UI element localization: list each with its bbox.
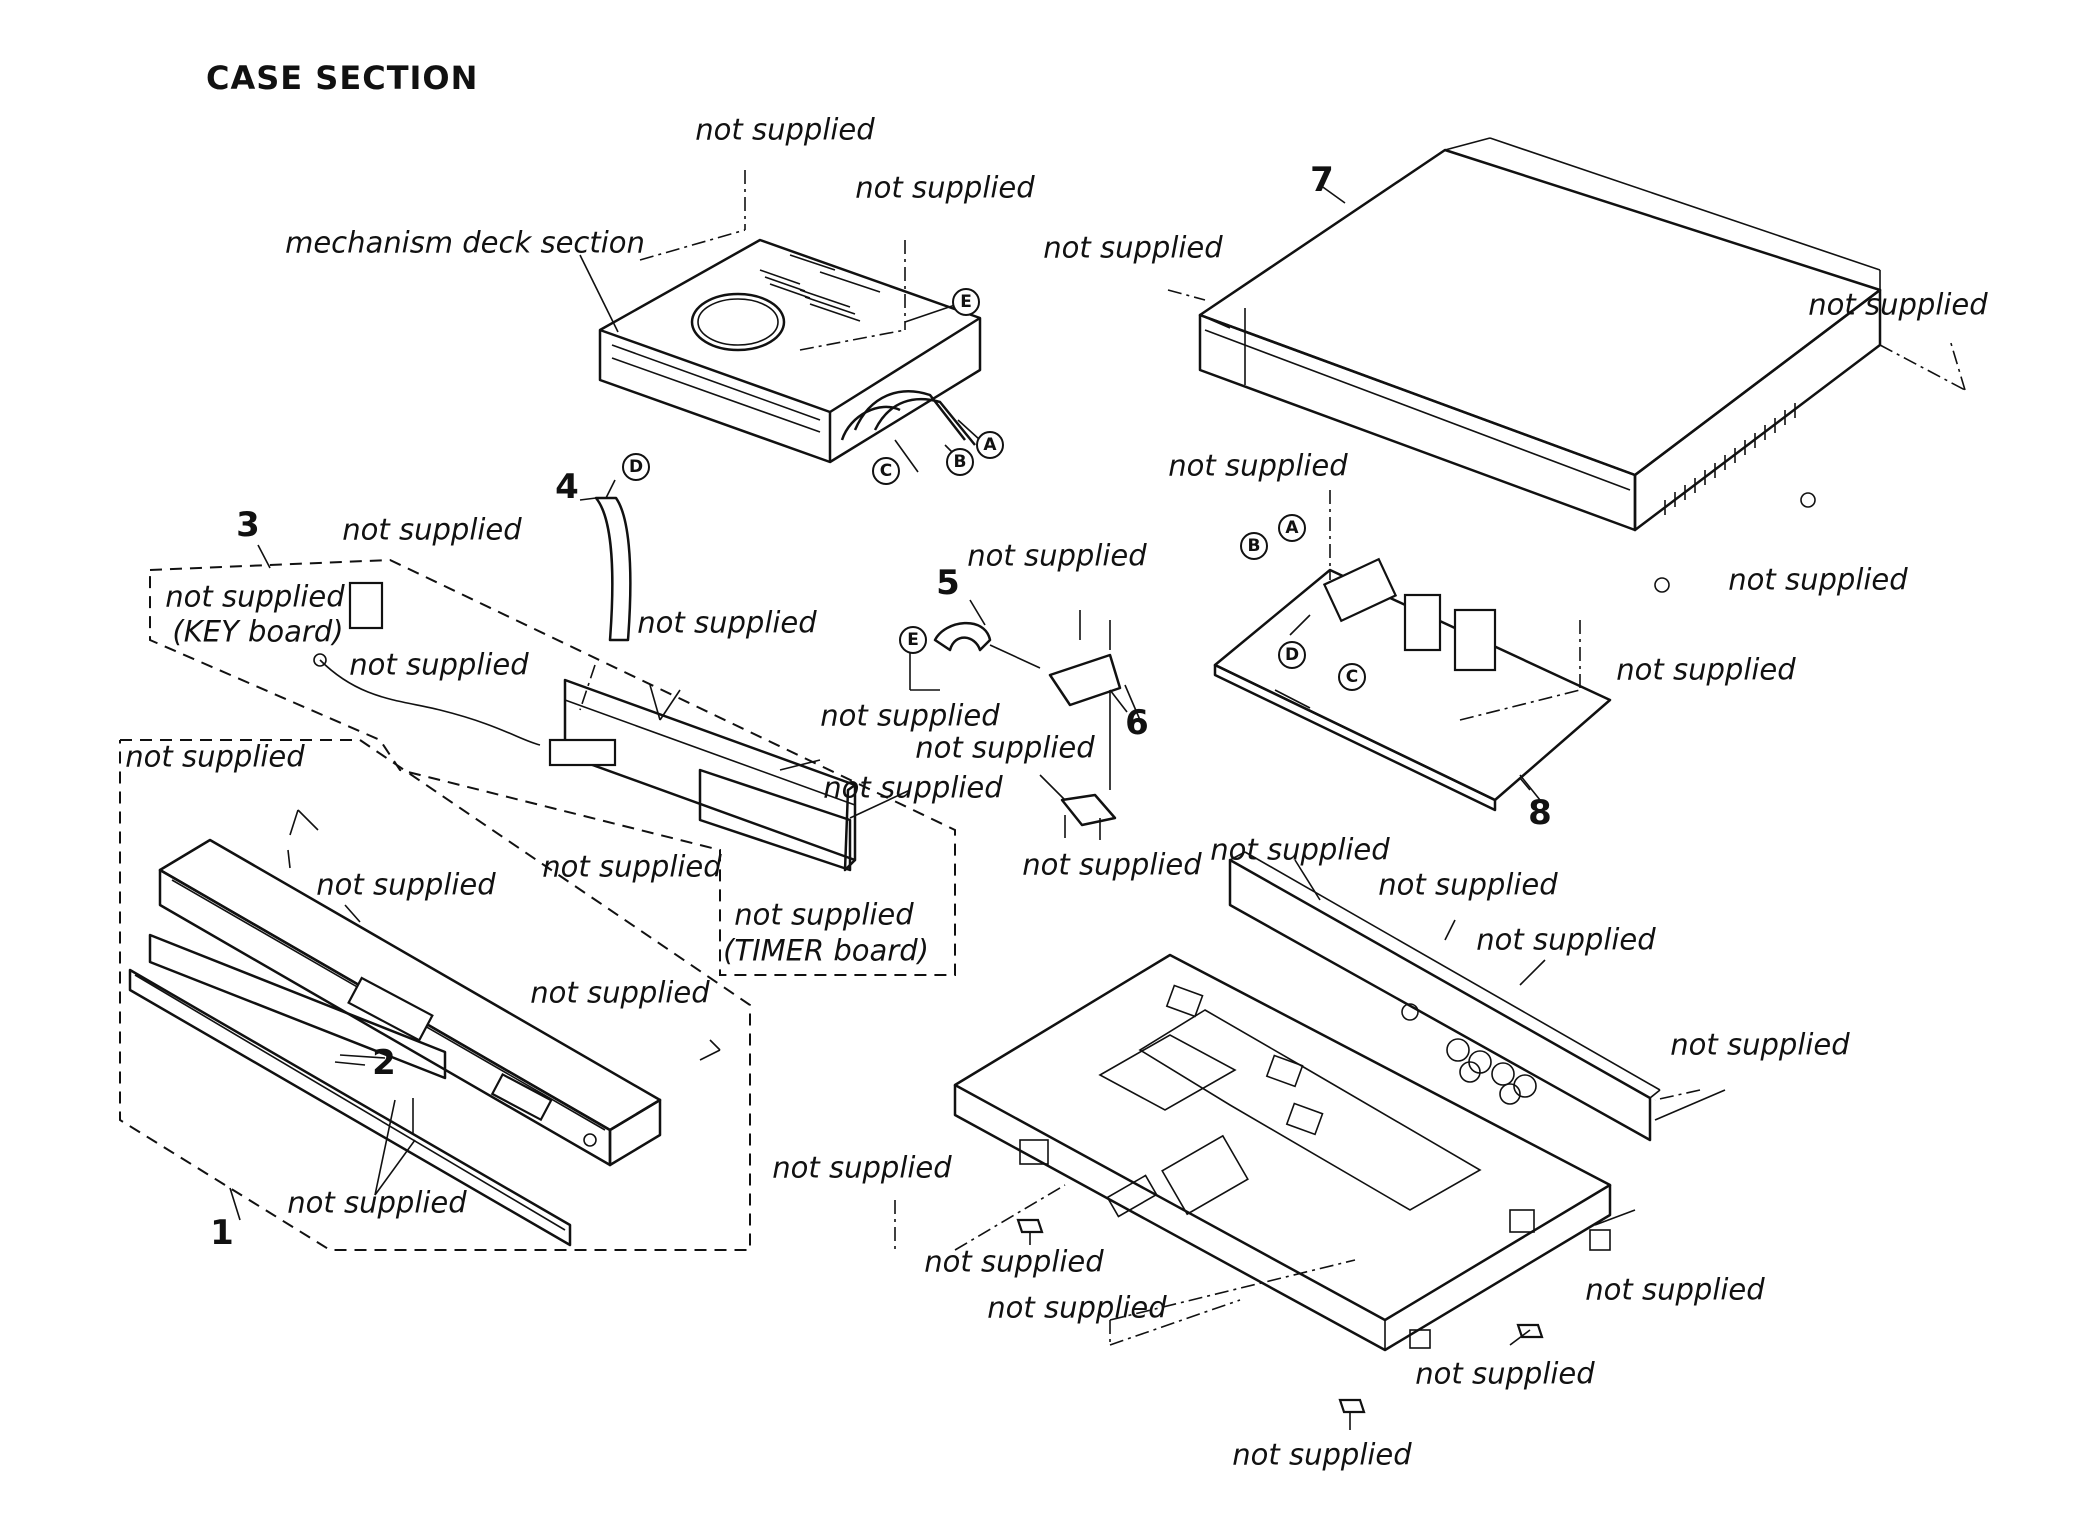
not-supplied-label: not supplied xyxy=(349,647,529,682)
not-supplied-label: not supplied xyxy=(915,730,1095,765)
not-supplied-label: not supplied xyxy=(1728,562,1908,597)
part-number-4: 4 xyxy=(555,467,579,507)
not-supplied-label: not supplied xyxy=(342,512,522,547)
connector-d-marker: D xyxy=(1278,641,1306,669)
not-supplied-label: not supplied xyxy=(987,1290,1167,1325)
not-supplied-label: not supplied xyxy=(772,1150,952,1185)
not-supplied-label: not supplied xyxy=(823,770,1003,805)
assembly-outlines xyxy=(119,558,956,1251)
part-number-7: 7 xyxy=(1310,160,1334,200)
top-cover-drawing xyxy=(1167,137,1966,593)
ribbon-and-key-drawing xyxy=(313,479,632,746)
not-supplied-label: not supplied xyxy=(1585,1272,1765,1307)
not-supplied-label: not supplied xyxy=(1378,867,1558,902)
connector-c-marker: C xyxy=(872,457,900,485)
connector-b-marker: B xyxy=(946,448,974,476)
not-supplied-label: not supplied xyxy=(316,867,496,902)
connector-e-marker: E xyxy=(952,288,980,316)
front-board-drawing xyxy=(548,664,911,872)
not-supplied-label: not supplied xyxy=(1415,1356,1595,1391)
part-number-3: 3 xyxy=(236,505,260,545)
connector-c-marker: C xyxy=(1338,663,1366,691)
connector-a-marker: A xyxy=(1278,514,1306,542)
not-supplied-label: not supplied xyxy=(1022,847,1202,882)
not-supplied-label: not supplied xyxy=(542,849,722,884)
connector-d-marker: D xyxy=(622,453,650,481)
not-supplied-label: not supplied xyxy=(637,605,817,640)
mechanism-deck-drawing xyxy=(579,170,982,473)
connector-a-marker: A xyxy=(976,431,1004,459)
connector-e-marker: E xyxy=(899,626,927,654)
not-supplied-label: not supplied xyxy=(1168,448,1348,483)
not-supplied-label: not supplied xyxy=(1043,230,1223,265)
part-number-2: 2 xyxy=(372,1043,396,1083)
not-supplied-label: not supplied xyxy=(1616,652,1796,687)
not-supplied-label: not supplied xyxy=(1210,832,1390,867)
front-panel-drawing xyxy=(128,809,721,1247)
not-supplied-label: not supplied xyxy=(820,698,1000,733)
part-number-1: 1 xyxy=(210,1213,234,1253)
not-supplied-label: not supplied xyxy=(1476,922,1656,957)
mechanism-deck-label: mechanism deck section xyxy=(285,225,645,260)
not-supplied-label: not supplied xyxy=(287,1185,467,1220)
not-supplied-label: not supplied xyxy=(1670,1027,1850,1062)
part-number-8: 8 xyxy=(1528,793,1552,833)
part-number-leaders xyxy=(229,497,1531,1221)
not-supplied-key-label: not supplied xyxy=(165,579,345,614)
page-title: CASE SECTION xyxy=(206,59,479,97)
bottom-chassis-drawing xyxy=(894,851,1726,1430)
main-board-drawing xyxy=(1213,490,1612,812)
not-supplied-label: not supplied xyxy=(855,170,1035,205)
timer-board-label: (TIMER board) xyxy=(723,933,929,968)
key-board-label: (KEY board) xyxy=(172,614,344,649)
part-number-5: 5 xyxy=(936,563,960,603)
connector-b-marker: B xyxy=(1240,532,1268,560)
not-supplied-label: not supplied xyxy=(695,112,875,147)
not-supplied-label: not supplied xyxy=(1808,287,1988,322)
part-number-6: 6 xyxy=(1125,703,1149,743)
not-supplied-timer-label: not supplied xyxy=(734,897,914,932)
small-board-drawing xyxy=(909,610,1141,840)
not-supplied-label: not supplied xyxy=(1232,1437,1412,1472)
not-supplied-label: not supplied xyxy=(967,538,1147,573)
not-supplied-label: not supplied xyxy=(924,1244,1104,1279)
not-supplied-label: not supplied xyxy=(125,739,305,774)
not-supplied-label: not supplied xyxy=(530,975,710,1010)
